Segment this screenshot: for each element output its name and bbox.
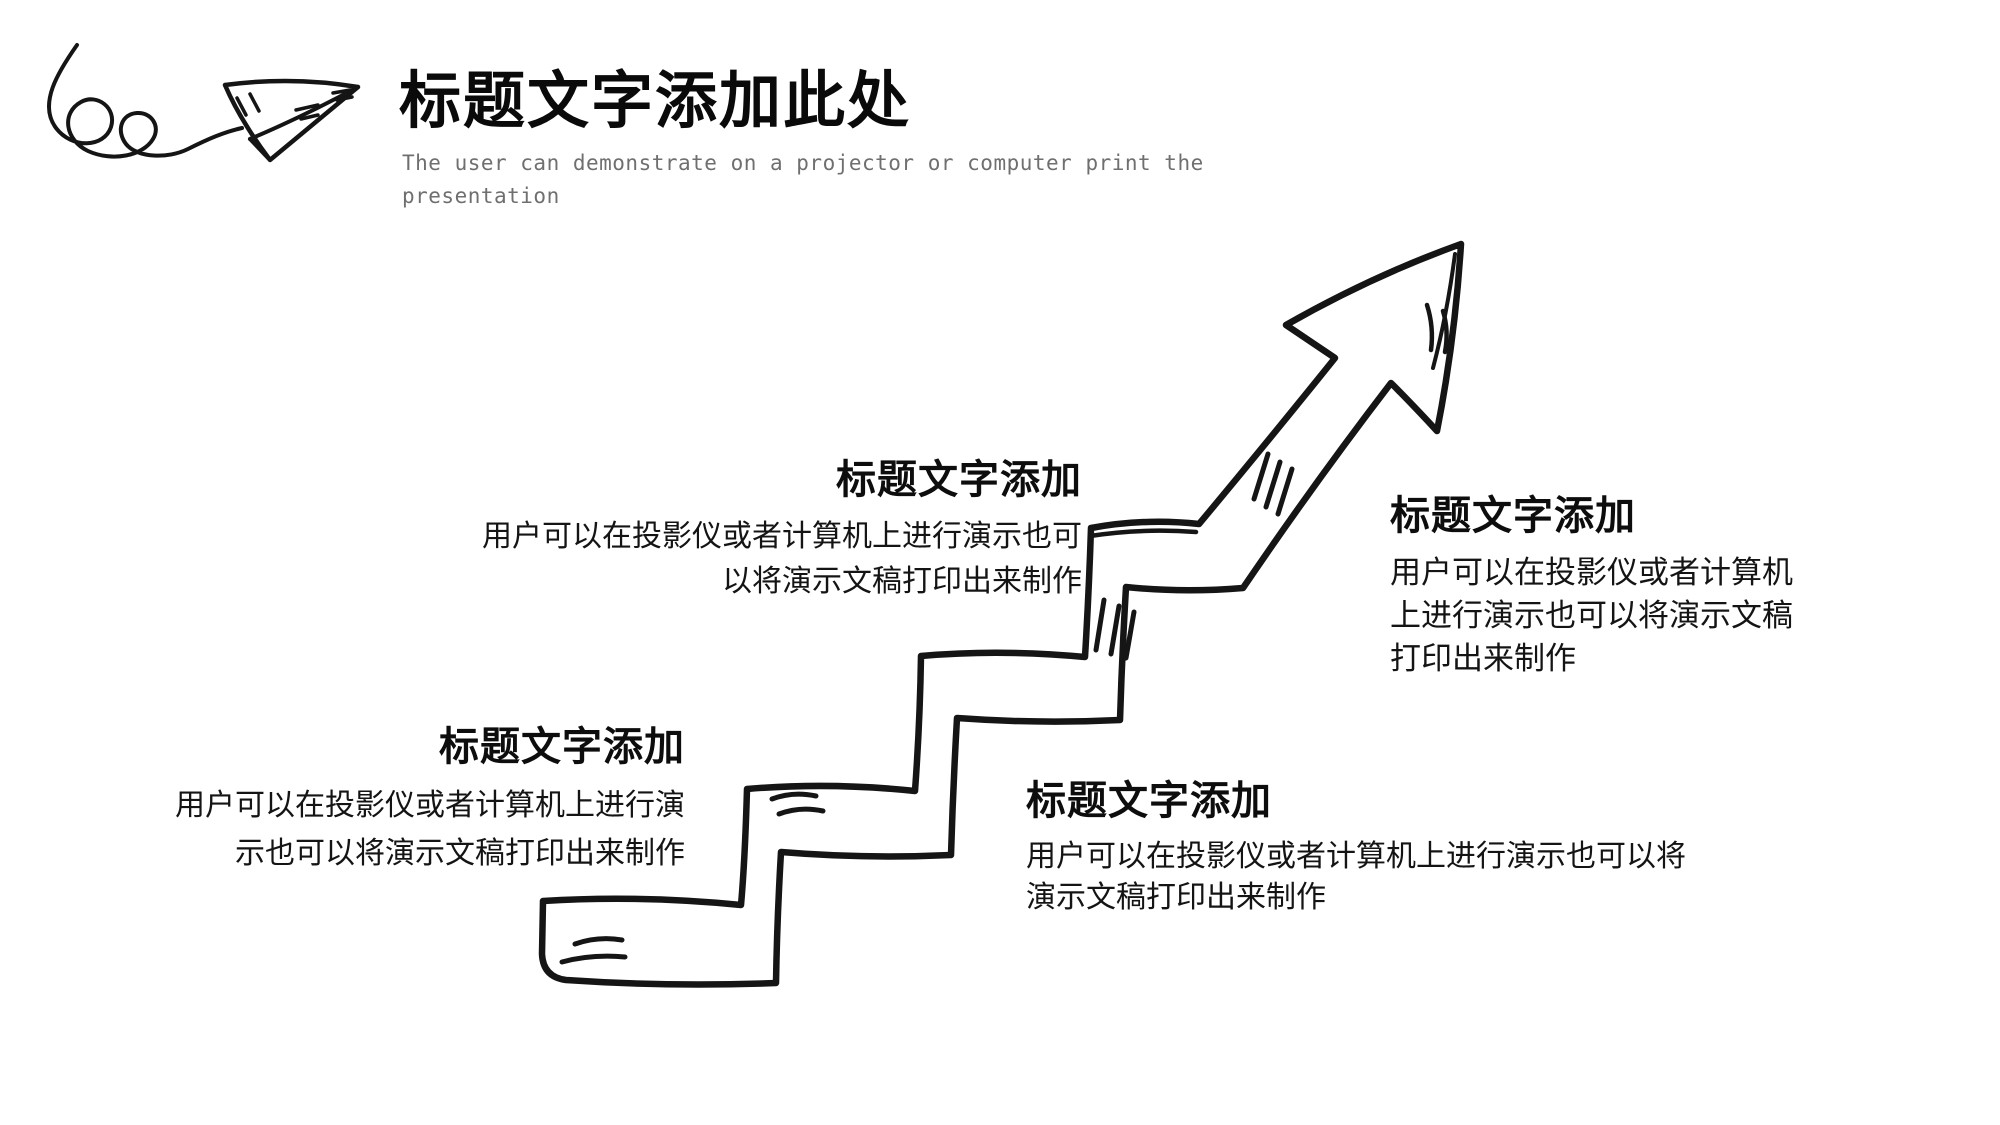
step-block-4-body-line-1: 用户可以在投影仪或者计算机 <box>1390 555 1793 590</box>
page-subtitle: The user can demonstrate on a projector … <box>402 147 1204 213</box>
page-subtitle-line-1: The user can demonstrate on a projector … <box>402 151 1204 175</box>
step-block-1-body-line-2: 示也可以将演示文稿打印出来制作 <box>235 837 685 870</box>
step-block-2-body: 用户可以在投影仪或者计算机上进行演示也可以将 演示文稿打印出来制作 <box>1026 836 1746 918</box>
step-block-1: 标题文字添加 用户可以在投影仪或者计算机上进行演 示也可以将演示文稿打印出来制作 <box>85 722 685 878</box>
step-block-2-body-line-1: 用户可以在投影仪或者计算机上进行演示也可以将 <box>1026 840 1686 873</box>
step-block-1-title: 标题文字添加 <box>439 725 685 769</box>
step-block-1-body-line-1: 用户可以在投影仪或者计算机上进行演 <box>175 789 685 822</box>
page-subtitle-line-2: presentation <box>402 184 560 208</box>
step-block-4-body-line-2: 上进行演示也可以将演示文稿 <box>1390 598 1793 633</box>
step-block-4-title: 标题文字添加 <box>1390 494 1636 538</box>
step-block-3: 标题文字添加 用户可以在投影仪或者计算机上进行演示也可 以将演示文稿打印出来制作 <box>342 455 1082 604</box>
step-block-2-title: 标题文字添加 <box>1026 779 1272 823</box>
step-block-2-body-line-2: 演示文稿打印出来制作 <box>1026 881 1326 914</box>
step-block-3-title: 标题文字添加 <box>836 458 1082 502</box>
step-block-1-body: 用户可以在投影仪或者计算机上进行演 示也可以将演示文稿打印出来制作 <box>85 782 685 878</box>
step-block-3-body-line-1: 用户可以在投影仪或者计算机上进行演示也可 <box>482 520 1082 553</box>
step-block-3-body-line-2: 以将演示文稿打印出来制作 <box>722 565 1082 598</box>
step-block-4-body: 用户可以在投影仪或者计算机 上进行演示也可以将演示文稿 打印出来制作 <box>1390 551 1870 680</box>
step-block-3-body: 用户可以在投影仪或者计算机上进行演示也可 以将演示文稿打印出来制作 <box>342 514 1082 604</box>
step-block-2: 标题文字添加 用户可以在投影仪或者计算机上进行演示也可以将 演示文稿打印出来制作 <box>1026 776 1746 918</box>
step-block-4: 标题文字添加 用户可以在投影仪或者计算机 上进行演示也可以将演示文稿 打印出来制… <box>1390 491 1870 680</box>
page-title: 标题文字添加此处 <box>399 67 912 136</box>
step-block-4-body-line-3: 打印出来制作 <box>1390 641 1576 676</box>
